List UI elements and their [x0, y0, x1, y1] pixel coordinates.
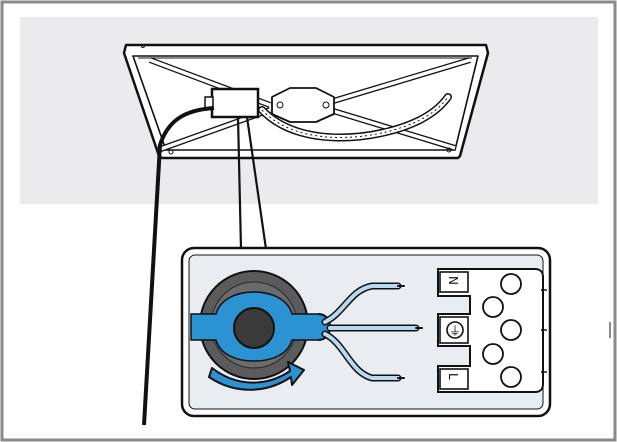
mounting-frame	[122, 43, 490, 160]
rotate-arrow-icon	[208, 361, 305, 391]
terminal-screws	[482, 273, 522, 388]
terminal-side-ticks	[541, 289, 547, 373]
terminal-live-tab	[439, 368, 469, 390]
wires	[321, 282, 423, 382]
supply-cable	[142, 106, 215, 426]
flexible-conduit	[258, 93, 452, 142]
terminal-block: N ⏚ L	[437, 268, 547, 393]
terminal-box	[204, 87, 260, 119]
terminal-label-neutral: N	[446, 276, 460, 285]
terminal-label-live: L	[446, 373, 460, 380]
callout-lines	[236, 116, 268, 250]
earth-icon	[446, 321, 464, 339]
terminal-neutral-tab	[439, 271, 469, 293]
terminal-label-earth: ⏚	[449, 324, 461, 338]
